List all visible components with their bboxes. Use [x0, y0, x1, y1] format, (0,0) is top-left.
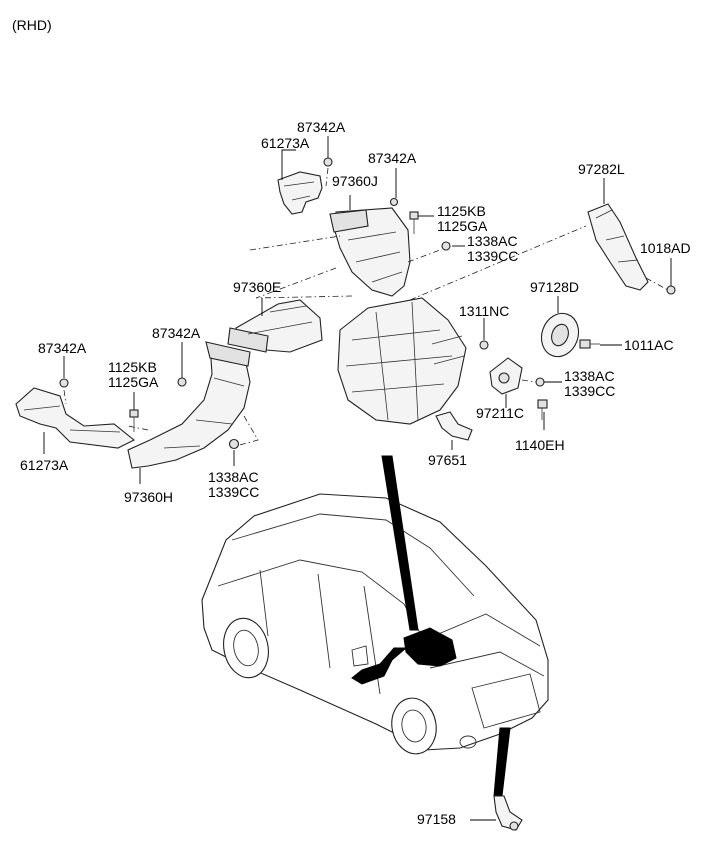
label-1125kb-right: 1125KB — [437, 203, 486, 219]
clip-87342a-left — [59, 356, 69, 405]
label-1311nc: 1311NC — [459, 303, 509, 319]
duct-97360e — [227, 298, 323, 353]
variant-label: (RHD) — [12, 17, 52, 33]
label-61273a-lower: 61273A — [20, 457, 69, 473]
label-1338ac-right: 1338AC — [467, 233, 518, 249]
bracket-61273a-lower — [15, 387, 136, 454]
label-1338ac-br: 1338AC — [564, 368, 615, 384]
nut-1338ac-br — [521, 377, 562, 387]
label-97360h: 97360H — [124, 489, 173, 505]
label-97651: 97651 — [428, 452, 467, 468]
sensor-97158 — [470, 795, 523, 831]
bolt-1140eh — [537, 399, 548, 430]
bracket-61273a-upper — [277, 149, 323, 215]
label-1125kb-left: 1125KB — [108, 359, 157, 375]
label-97360e: 97360E — [233, 279, 281, 295]
duct-97360j — [329, 195, 411, 297]
label-1339cc-br: 1339CC — [564, 383, 615, 399]
label-1339cc-bottom: 1339CC — [208, 484, 259, 500]
vehicle-illustration — [201, 493, 549, 755]
label-1339cc-right: 1339CC — [467, 248, 518, 264]
label-1011ac: 1011AC — [624, 337, 674, 353]
actuator-97211c — [489, 357, 523, 408]
clip-87342a-mid — [389, 168, 399, 207]
clip-1311nc — [479, 318, 489, 350]
label-97128d: 97128D — [530, 279, 579, 295]
clip-87342a-center — [177, 342, 187, 387]
label-97211c: 97211C — [476, 405, 524, 421]
nut-1338ac-right — [441, 241, 465, 251]
assembly-line-97282l — [409, 225, 587, 301]
label-1125ga-left: 1125GA — [108, 374, 159, 390]
label-61273a-top: 61273A — [261, 135, 310, 151]
clip-1018ad — [645, 258, 676, 295]
label-1338ac-bottom: 1338AC — [208, 469, 259, 485]
label-97158: 97158 — [417, 811, 456, 827]
callout-arrow-upper — [381, 455, 419, 631]
label-1140eh: 1140EH — [515, 437, 565, 453]
gasket-97128d — [540, 296, 580, 358]
screw-1011ac — [579, 339, 622, 349]
label-87342a-center: 87342A — [152, 325, 201, 341]
label-87342a-top: 87342A — [297, 119, 346, 135]
clip-87342a-top — [323, 136, 333, 187]
callout-arrow-lower — [493, 727, 511, 797]
screw-1125kb-left — [129, 392, 139, 432]
hose-97651 — [435, 411, 473, 450]
assembly-line-lower — [127, 415, 259, 447]
label-1018ad: 1018AD — [640, 240, 691, 256]
label-97282l: 97282L — [578, 161, 625, 177]
vehicle-duct-highlight — [351, 627, 457, 685]
duct-97282l — [587, 178, 649, 291]
hvac-unit — [337, 297, 467, 425]
assembly-line-upper — [249, 235, 441, 299]
label-87342a-left: 87342A — [38, 340, 87, 356]
label-1125ga-right: 1125GA — [437, 218, 488, 234]
label-97360j: 97360J — [332, 173, 378, 189]
duct-97360h — [127, 341, 251, 484]
nut-1338ac-bottom — [228, 438, 240, 466]
screw-1125kb-right — [409, 211, 434, 234]
label-87342a-mid: 87342A — [368, 150, 417, 166]
